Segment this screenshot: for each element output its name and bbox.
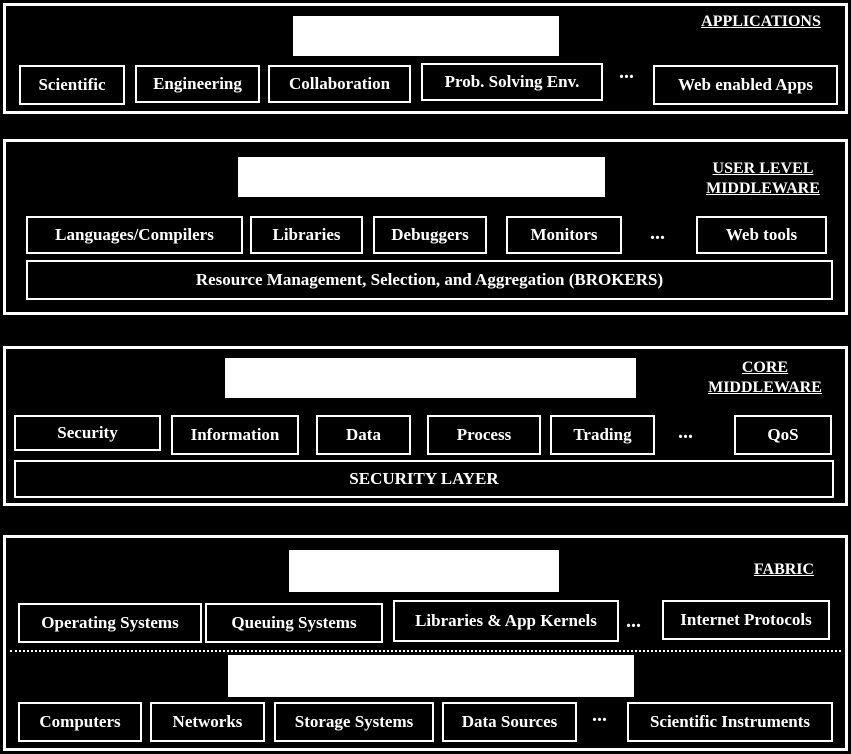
fabric-box-libraries-kernels: Libraries & App Kernels [393, 600, 619, 642]
fabric-box-data-sources: Data Sources [442, 702, 577, 742]
user-box-web-tools: Web tools [696, 216, 827, 254]
fabric-box-scientific-instruments: Scientific Instruments [627, 702, 833, 742]
core-middleware-title-bar [225, 358, 636, 398]
core-middleware-tag-2: MIDDLEWARE [708, 379, 822, 396]
user-broker-box: Resource Management, Selection, and Aggr… [26, 260, 833, 300]
core-box-information: Information [171, 415, 299, 455]
core-box-qos: QoS [734, 415, 832, 455]
user-middleware-tag-1: USER LEVEL [712, 160, 814, 177]
core-box-data: Data [316, 415, 411, 455]
core-box-trading: Trading [550, 415, 655, 455]
app-box-engineering: Engineering [135, 65, 260, 103]
fabric-box-networks: Networks [150, 702, 265, 742]
app-box-prob-solving: Prob. Solving Env. [421, 63, 603, 101]
fabric-ellipsis-bottom: ... [592, 704, 607, 726]
fabric-box-computers: Computers [18, 702, 142, 742]
app-box-web-enabled: Web enabled Apps [653, 65, 838, 105]
fabric-resources-bar [228, 655, 634, 697]
core-box-security: Security [14, 415, 161, 451]
user-middleware-tag-2: MIDDLEWARE [706, 180, 820, 197]
applications-tag: APPLICATIONS [701, 13, 821, 30]
applications-title-bar [293, 16, 559, 56]
fabric-layer: FABRIC Operating Systems Queuing Systems… [3, 535, 848, 751]
user-box-monitors: Monitors [506, 216, 622, 254]
core-box-process: Process [427, 415, 541, 455]
applications-ellipsis: ... [619, 61, 634, 83]
user-middleware-layer: USER LEVEL MIDDLEWARE Languages/Compiler… [3, 139, 848, 315]
fabric-box-internet-protocols: Internet Protocols [662, 600, 830, 640]
core-middleware-layer: CORE MIDDLEWARE Security Information Dat… [3, 346, 848, 506]
fabric-ellipsis-top: ... [626, 610, 641, 632]
fabric-title-bar [289, 550, 559, 592]
user-middleware-ellipsis: ... [650, 222, 665, 244]
core-middleware-tag-1: CORE [741, 359, 789, 376]
user-middleware-title-bar [238, 157, 605, 197]
core-security-layer-box: SECURITY LAYER [14, 460, 834, 498]
user-box-languages: Languages/Compilers [26, 216, 243, 254]
fabric-divider [10, 650, 841, 652]
app-box-scientific: Scientific [19, 65, 125, 105]
fabric-box-queuing-systems: Queuing Systems [205, 603, 383, 643]
fabric-box-operating-systems: Operating Systems [18, 603, 202, 643]
core-middleware-ellipsis: ... [678, 421, 693, 443]
app-box-collaboration: Collaboration [268, 65, 411, 103]
user-box-debuggers: Debuggers [373, 216, 487, 254]
applications-layer: APPLICATIONS Scientific Engineering Coll… [3, 3, 848, 114]
fabric-tag: FABRIC [753, 561, 815, 578]
user-box-libraries: Libraries [250, 216, 363, 254]
fabric-box-storage-systems: Storage Systems [274, 702, 434, 742]
